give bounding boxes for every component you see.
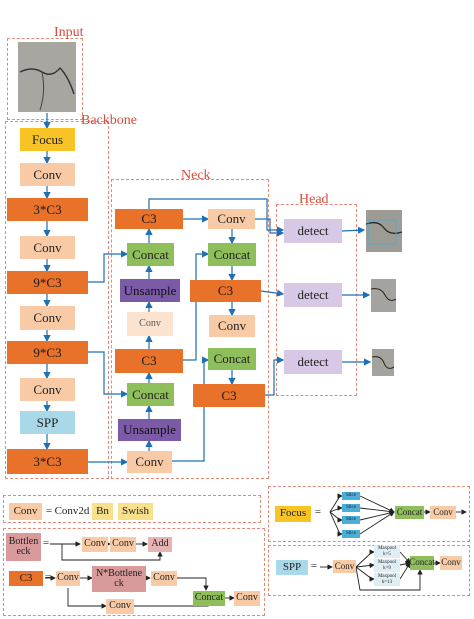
legend-bottleneck-equals: = [42,536,50,552]
neck-c3-lower: C3 [115,349,183,373]
head-detect-2: detect [284,283,342,307]
neck-concat-4: Concat [127,383,174,406]
neck-conv-mid: Conv [209,315,255,337]
backbone-conv-4: Conv [20,378,75,401]
backbone-conv-2: Conv [20,236,75,259]
backbone-3c3-2: 3*C3 [7,449,88,474]
legend-focus-slice-3: Slice [342,516,360,524]
backbone-conv-1: Conv [20,163,75,186]
legend-focus-label: Focus [275,506,311,522]
legend-swish: Swish [118,503,153,520]
head-detect-1: detect [284,219,342,243]
head-detect-3: detect [284,350,342,374]
legend-c3-concat: Concat [193,591,225,606]
neck-concat-2: Concat [208,243,256,266]
neck-c3-bottom: C3 [193,384,265,407]
neck-unsample-1: Unsample [120,279,180,302]
legend-c3-conv-1: Conv [56,571,80,586]
legend-c3-equals: = [43,570,53,586]
backbone-spp: SPP [20,411,75,434]
legend-bottleneck-conv-2: Conv [110,537,136,552]
legend-focus-slice-2: Slice [342,504,360,512]
legend-bottleneck-conv-1: Conv [82,537,108,552]
backbone-3c3-1: 3*C3 [7,198,88,221]
backbone-9c3-2: 9*C3 [7,341,88,364]
legend-conv-equals: = [44,503,54,520]
legend-spp-maxpool-2: Maxpool k=9 [374,559,400,572]
legend-conv-label: Conv [9,503,42,520]
legend-spp-equals: = [309,559,319,575]
legend-spp-maxpool-3: Maxpool k=13 [374,573,400,586]
legend-focus-conv: Conv [430,506,456,519]
legend-spp-label: SPP [276,560,308,575]
legend-focus-concat: Concat [395,506,424,519]
legend-focus-equals: = [313,505,323,521]
legend-conv2d: Conv2d [54,503,90,520]
backbone-conv-3: Conv [20,306,75,330]
legend-focus-slice-1: Slice [342,492,360,500]
legend-c3-conv-4: Conv [234,591,260,606]
legend-c3-nbottleneck: N*Bottleneck [92,566,146,592]
neck-conv-top: Conv [208,209,255,229]
neck-concat-1: Concat [127,243,174,266]
legend-bottleneck-label: Bottleneck [6,533,41,561]
backbone-9c3-1: 9*C3 [7,271,88,294]
legend-spp-conv-2: Conv [440,556,462,570]
neck-c3-mid: C3 [190,280,261,302]
legend-bn: Bn [92,503,113,520]
legend-focus-slice-4: Slice [342,530,360,538]
legend-c3-label: C3 [9,571,43,586]
legend-spp-maxpool-1: Maxpool k=5 [374,545,400,558]
legend-c3-conv-3: Conv [106,599,134,614]
backbone-focus: Focus [20,128,75,151]
legend-spp-concat: Concat [410,556,434,570]
neck-concat-3: Concat [208,348,256,370]
neck-conv-bottom: Conv [127,451,172,473]
neck-unsample-2: Unsample [118,419,181,441]
neck-conv-small: Conv [127,312,173,336]
legend-spp-conv-1: Conv [333,560,356,573]
neck-c3-top: C3 [115,209,183,229]
legend-c3-conv-2: Conv [151,571,177,586]
legend-bottleneck-add: Add [148,537,172,552]
